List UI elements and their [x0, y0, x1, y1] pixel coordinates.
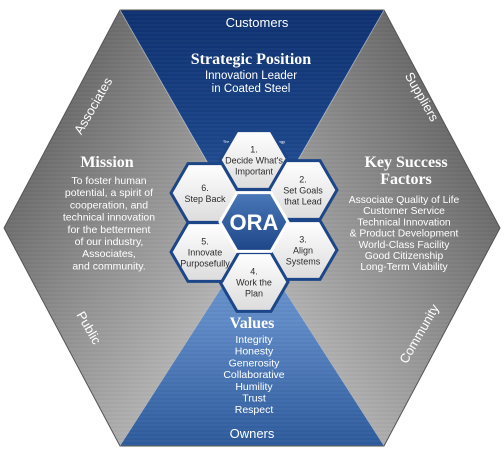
discipline-label: 3. [299, 235, 307, 245]
discipline-label: Systems [286, 257, 321, 267]
strategic-position-title: Strategic Position [191, 51, 312, 68]
discipline-label: Plan [245, 289, 263, 299]
value-item: Generosity [229, 357, 281, 369]
value-item: Honesty [235, 346, 274, 358]
discipline-label: Important [235, 167, 274, 177]
mission-line: and community. [72, 260, 145, 272]
discipline-label: 5. [201, 237, 209, 247]
key-success-factor: Good Citizenship [365, 251, 444, 262]
mission-line: Associates, [82, 248, 136, 260]
mission-line: cooperation, and [70, 199, 148, 211]
hexagon-border [3, 9, 501, 447]
key-success-factor: Customer Service [363, 206, 445, 217]
mission-line: To foster human [71, 175, 146, 187]
key-success-factors-title-line: Factors [380, 171, 432, 188]
discipline-label: 6. [201, 183, 209, 193]
edge-label-owners: Owners [230, 426, 275, 441]
key-success-factor: World-Class Facility [359, 240, 451, 251]
ora-center-label: ORA [230, 210, 279, 235]
value-item: Trust [242, 393, 266, 405]
discipline-label: 1. [250, 145, 258, 155]
discipline-label: Purposefully [180, 259, 230, 269]
discipline-label: Work the [236, 278, 272, 288]
mission-line: for the betterment [68, 224, 151, 236]
value-item: Integrity [235, 334, 273, 346]
discipline-label: Set Goals [283, 186, 323, 196]
values-title: Values [230, 315, 275, 332]
ora-hexagon [218, 191, 290, 253]
key-success-factor: & Product Development [350, 229, 459, 240]
discipline-label: 2. [299, 175, 307, 185]
strategic-position-line: in Coated Steel [212, 83, 291, 95]
key-success-factor: Technical Innovation [357, 217, 451, 228]
key-success-factor: Associate Quality of Life [349, 195, 460, 206]
value-item: Respect [235, 404, 274, 416]
key-success-factor: Long-Term Viability [360, 262, 448, 273]
discipline-label: 4. [250, 267, 258, 277]
ora-center-cell: ORA [218, 191, 290, 253]
discipline-label: Innovate [188, 248, 223, 258]
value-item: Humility [235, 381, 273, 393]
key-success-factors-title-line: Key Success [364, 154, 447, 171]
discipline-label: that Lead [284, 197, 322, 207]
discipline-label: Decide What's [225, 156, 283, 166]
mission-line: of our industry, [75, 236, 144, 248]
mission-title: Mission [80, 154, 133, 171]
edge-label-customers: Customers [226, 15, 289, 30]
values-list: IntegrityHonestyGenerosityCollaborativeH… [223, 334, 284, 416]
discipline-label: Align [293, 246, 313, 256]
discipline-label: Step Back [184, 194, 226, 204]
mission-line: technical innovation [63, 212, 155, 224]
value-item: Collaborative [223, 369, 284, 381]
strategic-position-line: Innovation Leader [205, 70, 297, 82]
mission-line: potential, a spirit of [65, 187, 153, 199]
